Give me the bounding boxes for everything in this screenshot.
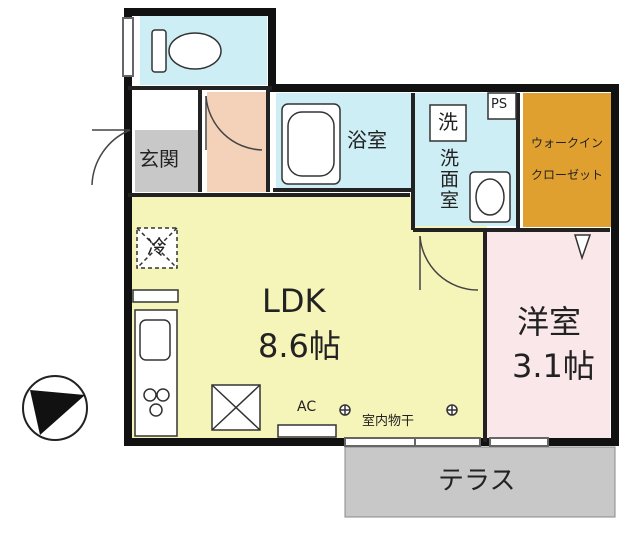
entrance-floor [135,130,200,192]
washbasin-icon [469,171,511,223]
indoor-drying-label: 室内物干 [362,414,415,429]
doors [91,95,479,291]
washer-box [429,104,467,142]
entrance-label: 玄関 [139,147,179,171]
closet-door-marker [573,234,592,261]
exterior-walls [124,8,619,446]
compass-icon [22,375,88,441]
kitchen-sink-icon [139,319,171,361]
toilet-icon [151,29,222,73]
ldk-label: LDK [262,282,326,320]
bathtub-icon [281,103,341,185]
western-room-size: 3.1帖 [512,347,595,385]
closet-label-line2: クローゼット [531,168,604,182]
interior-walls [128,86,610,442]
refrigerator-box [136,227,178,269]
stove-burner-icon [143,388,157,402]
drying-hook-icon [339,404,458,416]
windows [122,17,549,447]
ldk-floor [132,195,487,440]
aircon-unit [277,424,337,438]
washroom-label: 洗面室 [436,148,459,211]
washer-symbol: 洗 [438,110,458,134]
vent-box [211,384,261,431]
western-room-floor [487,232,610,440]
ldk-size: 8.6帖 [258,327,341,365]
aircon-label: AC [297,399,317,415]
closet-label-line1: ウォークイン [531,136,604,150]
pipe-shaft-label: PS [491,97,508,112]
kitchen-counter [132,289,179,437]
terrace-label: テラス [438,466,516,496]
refrigerator-symbol: 冷 [147,235,167,259]
bath-label: 浴室 [347,128,387,152]
closet-floor [523,93,611,227]
pipe-shaft-box [487,92,517,120]
corridor-floor [207,92,266,192]
western-room-label: 洋室 [517,303,582,341]
